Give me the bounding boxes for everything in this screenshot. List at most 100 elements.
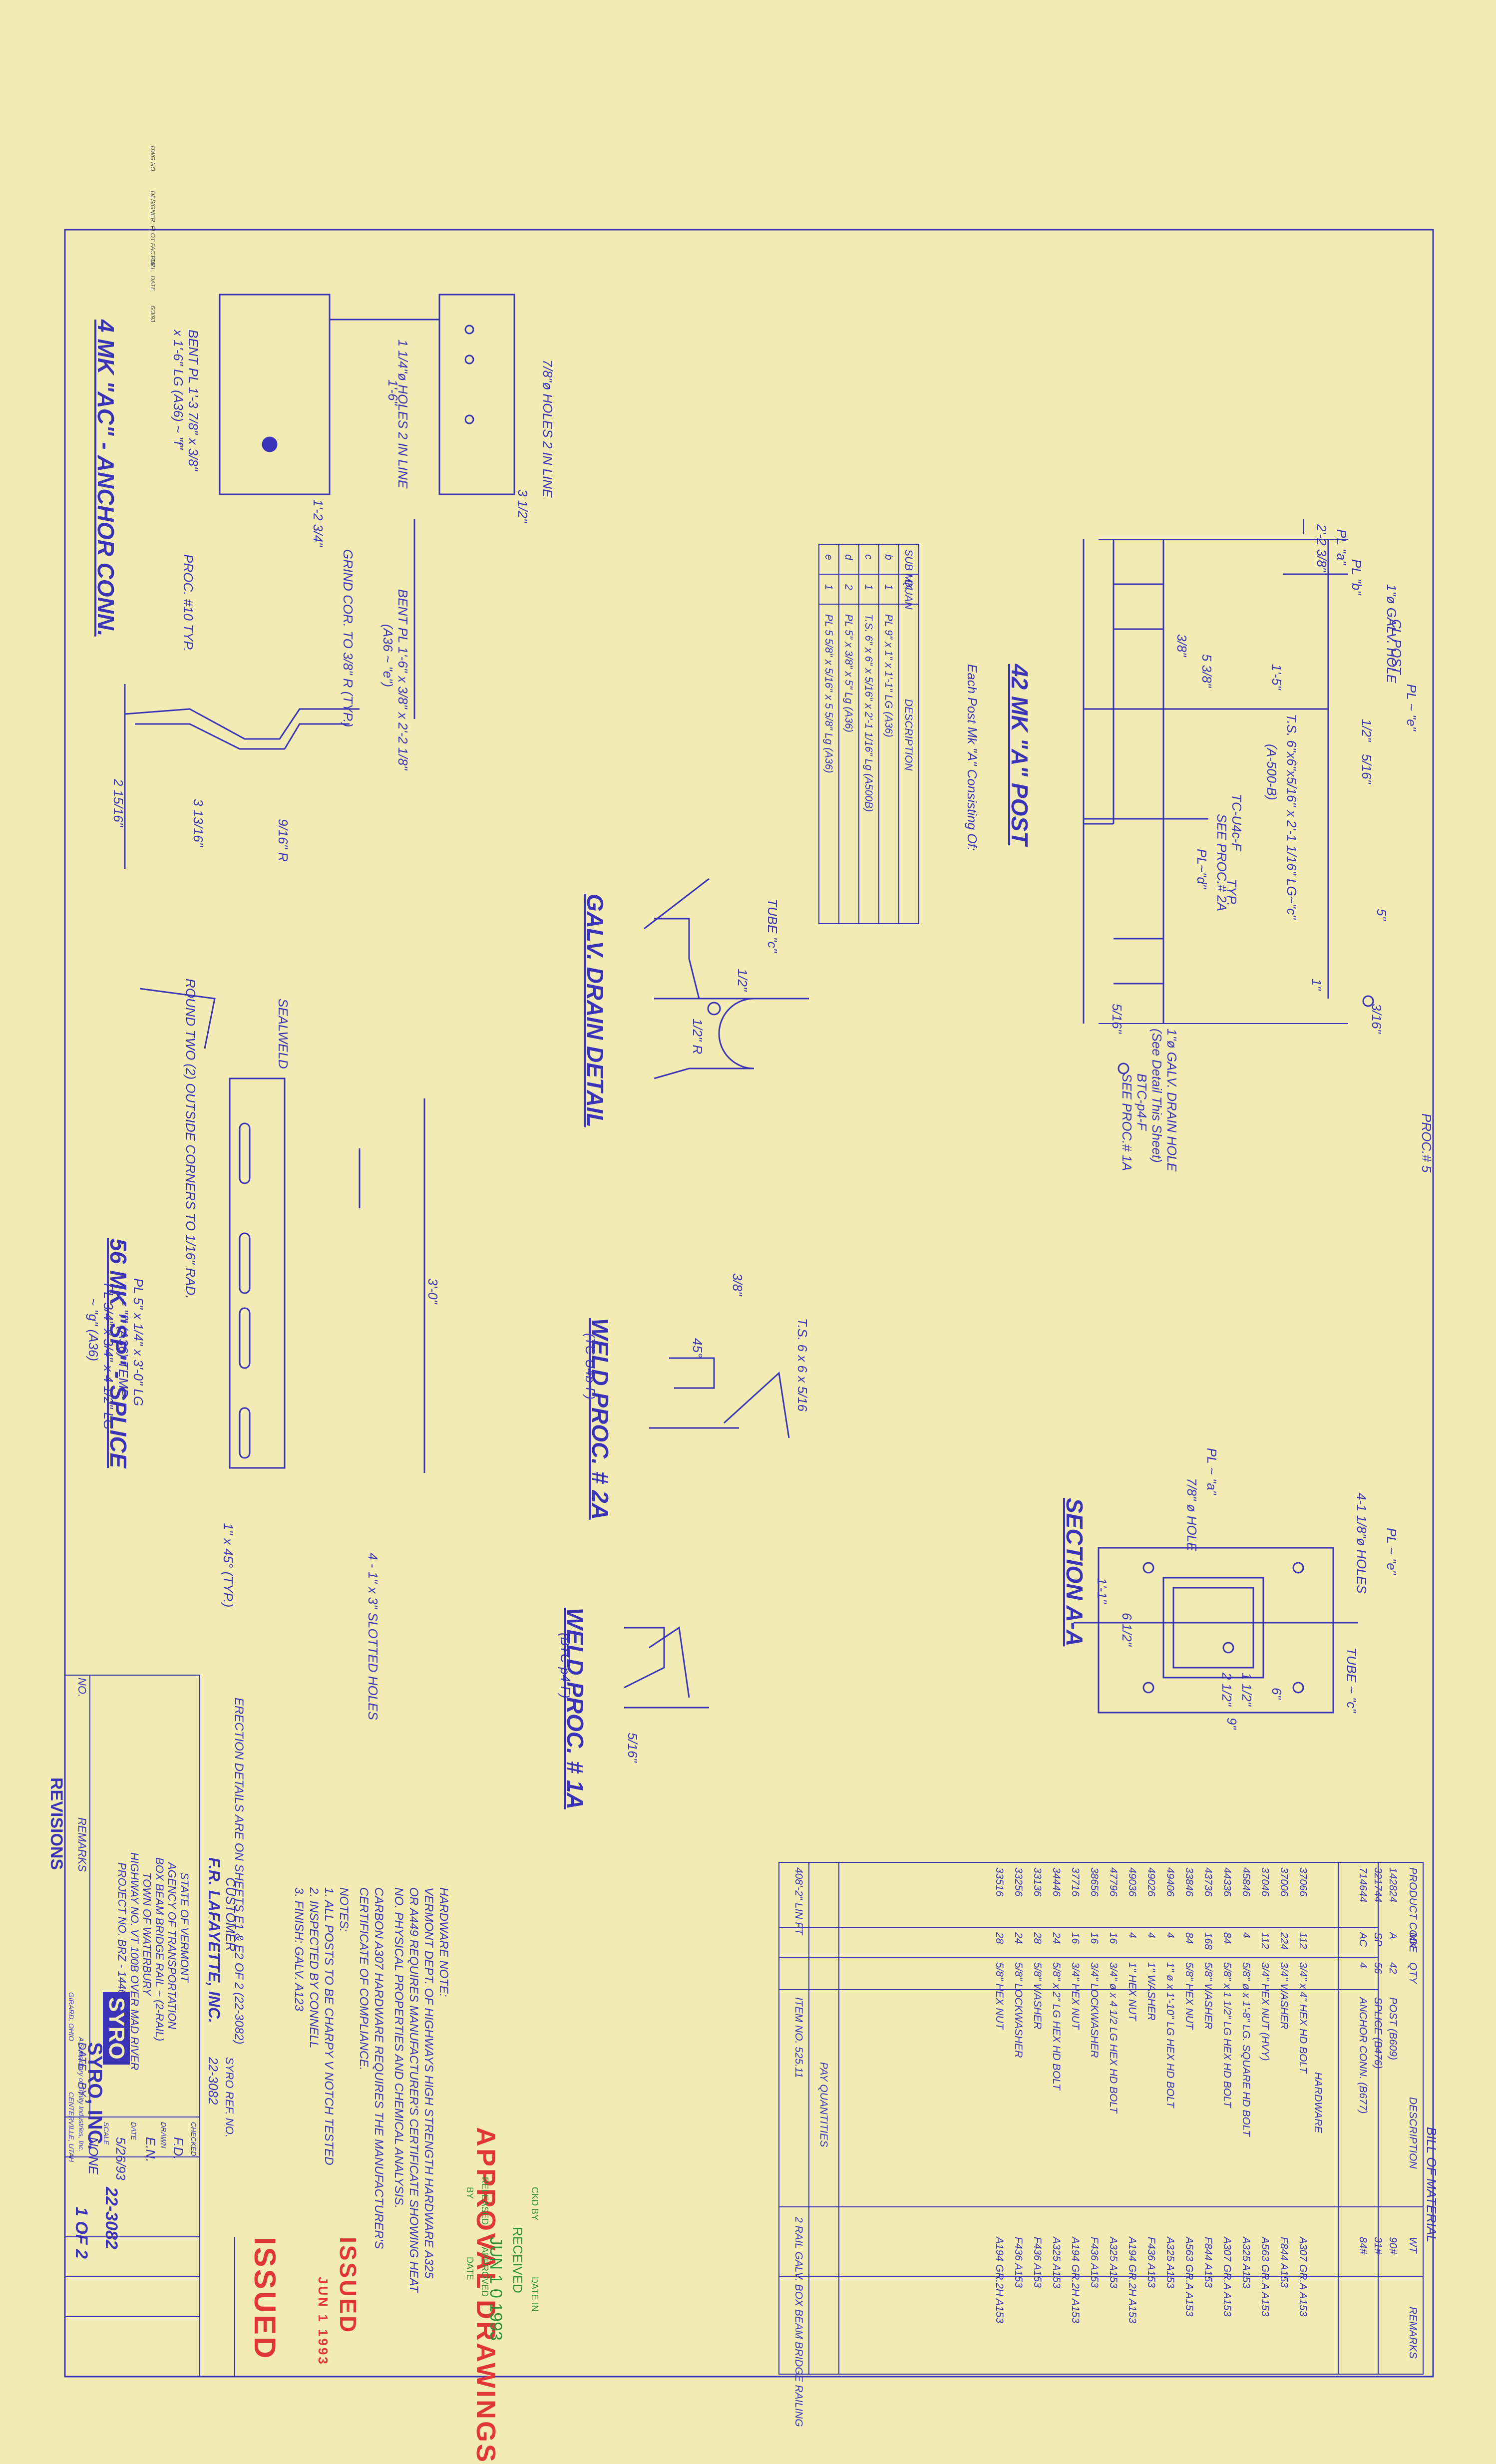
post-ts-spec: (A-500-B)	[1264, 744, 1279, 800]
post-dim-3-16: 3/16"	[1369, 1004, 1384, 1034]
table-cell: 84	[1183, 1932, 1195, 1944]
table-cell: c	[863, 554, 874, 560]
bom-header: WT	[1407, 2237, 1419, 2253]
drawing-number: 22-3082	[102, 2187, 121, 2249]
bom-title: BILL OF MATERIAL	[1424, 2127, 1439, 2243]
table-cell: 37716	[1070, 1867, 1081, 1897]
section-dim-1-1: 1'-1"	[1095, 1578, 1110, 1604]
post-pl-d: PL~"d"	[1194, 849, 1209, 889]
anchor-dim-3-1-2: 3 1/2"	[515, 489, 530, 523]
table-cell: F436 A153	[1032, 2237, 1043, 2288]
splice-dim-3-0: 3'-0"	[425, 1278, 440, 1304]
section-pl-e: PL ~ "e"	[1384, 1528, 1399, 1575]
anchor-bent-pl-2: BENT PL 1'-6" x 3/8" x 2'-2 1/8"	[395, 589, 410, 770]
table-cell: 4	[1126, 1932, 1138, 1938]
table-cell: 1" ø x 1'-10" LG HEX HD BOLT	[1164, 1962, 1176, 2108]
anchor-dim-9-16: 9/16" R	[276, 819, 291, 862]
post-table-header: DESCRIPTION	[903, 699, 914, 771]
checked-value: F.D.	[171, 2137, 186, 2160]
table-cell: SPLICE (B476)	[1372, 1997, 1384, 2069]
drain-tube: TUBE "c"	[765, 899, 780, 953]
table-cell: 16	[1089, 1932, 1100, 1944]
table-cell: 321744	[1372, 1867, 1384, 1903]
company-location-right: CENTERVILLE, UTAH	[67, 2092, 75, 2162]
project-line: HIGHWAY NO. VT 100B OVER MAD RIVER	[128, 1852, 141, 2071]
splice-pl-1: PL 5" x 1/4" x 3'-0" LG	[131, 1278, 146, 1407]
table-cell: 33136	[1032, 1867, 1043, 1897]
bom-header: DESCRIPTION	[1407, 2097, 1419, 2169]
table-cell: 1" WASHER	[1145, 1962, 1157, 2021]
issued-stamp: ISSUED	[248, 2237, 282, 2361]
table-cell: 5/8" HEX NUT	[1183, 1962, 1195, 2030]
hardware-note-head: HARDWARE NOTE:	[437, 1887, 450, 1997]
table-cell: A325 A153	[1108, 2237, 1119, 2289]
table-cell: 28	[1032, 1932, 1043, 1944]
table-cell: 4	[1164, 1932, 1176, 1938]
table-cell: 84	[1221, 1932, 1233, 1944]
table-cell: 45846	[1240, 1867, 1252, 1897]
notes-line: 2. INSPECTED BY CONNELL	[307, 1887, 321, 2049]
bom-pay-title: PAY QUANTITIES	[818, 2062, 829, 2147]
notes-line: 3. FINISH: GALV. A123	[292, 1887, 306, 2012]
table-cell: A307 GR.A A153	[1221, 2237, 1233, 2317]
table-cell: A307 GR.A A153	[1297, 2237, 1309, 2317]
hardware-note-line: CARBON A307 HARDWARE REQUIRES THE MANUFA…	[372, 1887, 385, 2249]
table-cell: e	[823, 554, 834, 560]
table-cell: F844 A153	[1278, 2237, 1290, 2288]
table-cell: 408'-2" LIN FT	[793, 1867, 804, 1935]
splice-slots: 4 - 1" x 3" SLOTTED HOLES	[366, 1553, 380, 1720]
table-cell: 112	[1259, 1932, 1271, 1949]
splice-pl-1b: ~ "f" (A36) TEMP	[116, 1298, 131, 1398]
anchor-bent-pl-2b: (A36 ~ "e")	[380, 624, 395, 688]
table-cell: 37066	[1297, 1867, 1309, 1897]
anchor-title: 4 MK "AC" - ANCHOR CONN.	[93, 320, 119, 637]
table-cell: 4	[1357, 1962, 1369, 1968]
header-date: DATE	[149, 276, 156, 292]
anchor-proc: PROC. #10 TYP.	[181, 554, 196, 652]
post-btc-ref: BTC-p4-F	[1134, 1073, 1149, 1131]
received-date-in: DATE IN	[530, 2277, 540, 2312]
received-approved: APPROVED	[480, 2247, 490, 2297]
table-cell: ITEM NO. 525.11	[793, 1997, 804, 2078]
table-cell: 28	[994, 1932, 1005, 1944]
table-cell: 34446	[1051, 1867, 1062, 1897]
header-designer: DESIGNER	[149, 191, 156, 222]
table-cell: 1	[823, 584, 834, 590]
received-date-label: DATE	[465, 2257, 475, 2280]
post-dim-5-16b: 5/16"	[1110, 1004, 1124, 1034]
section-pl-a: PL ~ "a"	[1204, 1448, 1219, 1495]
table-cell: 5/8" HEX NUT	[994, 1962, 1005, 2030]
received-stamp: RECEIVED	[510, 2227, 525, 2293]
sheet-border	[64, 229, 1434, 2378]
drawn-head: DRAWN	[160, 2122, 168, 2148]
table-cell: 5/8" WASHER	[1202, 1962, 1214, 2030]
table-cell: SP	[1372, 1932, 1384, 1947]
received-date: JUN 1 0 1993	[486, 2237, 505, 2341]
splice-drawing	[139, 988, 425, 1473]
table-cell: 16	[1108, 1932, 1119, 1944]
table-cell: 84#	[1357, 2237, 1369, 2255]
table-cell: 33846	[1183, 1867, 1195, 1897]
table-cell: 3/4" x 4" HEX HD BOLT	[1297, 1962, 1309, 2074]
project-line: BOX BEAM BRIDGE RAIL ~ (2-RAIL)	[153, 1857, 166, 2042]
table-cell: 3/4" ø x 4 1/2 LG HEX HD BOLT	[1108, 1962, 1119, 2113]
post-dim-top: 2'-2 3/8"	[1314, 524, 1329, 572]
table-cell: 3/4" LOCKWASHER	[1089, 1962, 1100, 2058]
table-cell: 5/8" WASHER	[1032, 1962, 1043, 2030]
table-cell: 1" HEX NUT	[1126, 1962, 1138, 2021]
section-holes: 4-1 1/8"ø HOLES	[1354, 1493, 1369, 1594]
splice-pl-2b: ~ "g" (A36)	[86, 1298, 101, 1362]
drawn-value: E.N.	[143, 2137, 158, 2162]
splice-chamfer: 1" x 45° (TYP.)	[221, 1523, 236, 1608]
drain-dim-1-2: 1/2"	[735, 969, 750, 992]
anchor-dim-1-6: 1'-6"	[385, 379, 400, 405]
table-cell: d	[843, 554, 854, 560]
table-cell: ANCHOR CONN. (B677)	[1357, 1997, 1369, 2114]
anchor-dim-1-2-3-4: 1'-2 3/4"	[311, 499, 326, 547]
post-dim-1: 1"	[1309, 979, 1324, 991]
company-location-left: GIRARD, OHIO	[67, 1992, 75, 2042]
table-cell: A563 GR.A A153	[1183, 2237, 1195, 2317]
table-cell: 56	[1372, 1962, 1384, 1974]
bom-header: REMARKS	[1407, 2307, 1419, 2359]
